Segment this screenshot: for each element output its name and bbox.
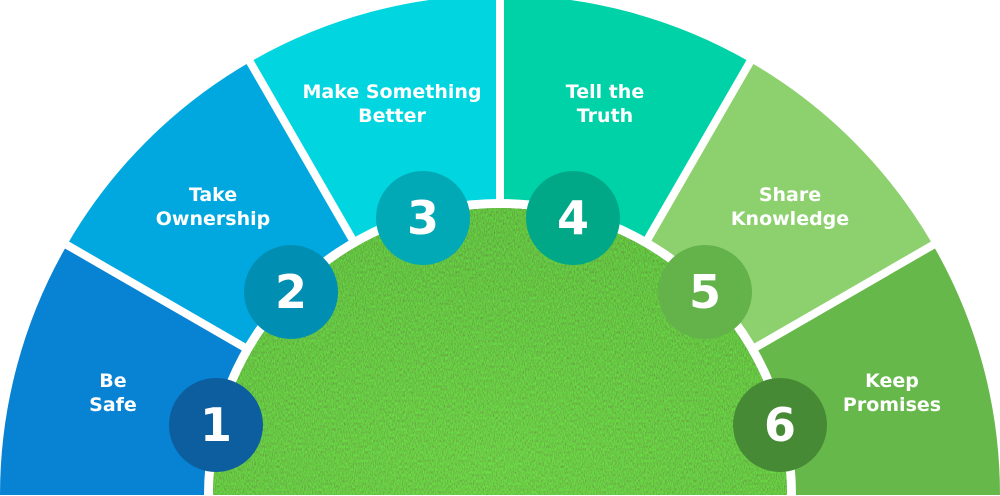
number-badge-5: 5 <box>658 245 752 339</box>
label-line: Knowledge <box>730 208 850 230</box>
label-line: Promises <box>842 394 942 416</box>
label-line: Keep <box>865 370 919 392</box>
label-line: Be <box>99 370 127 392</box>
number-badge-4: 4 <box>526 171 620 265</box>
label-line: Make Something <box>302 81 482 103</box>
number-badge-6: 6 <box>733 378 827 472</box>
label-line: Share <box>758 184 822 206</box>
label-line: Tell the <box>565 81 645 103</box>
label-line: Safe <box>89 394 137 416</box>
number-badge-3: 3 <box>376 171 470 265</box>
number-badge-2: 2 <box>244 245 338 339</box>
grass-texture <box>213 208 787 495</box>
label-line: Better <box>358 105 426 127</box>
label-line: Ownership <box>155 208 271 230</box>
label-line: Take <box>188 184 238 206</box>
number-badge-1: 1 <box>169 378 263 472</box>
label-line: Truth <box>576 105 634 127</box>
